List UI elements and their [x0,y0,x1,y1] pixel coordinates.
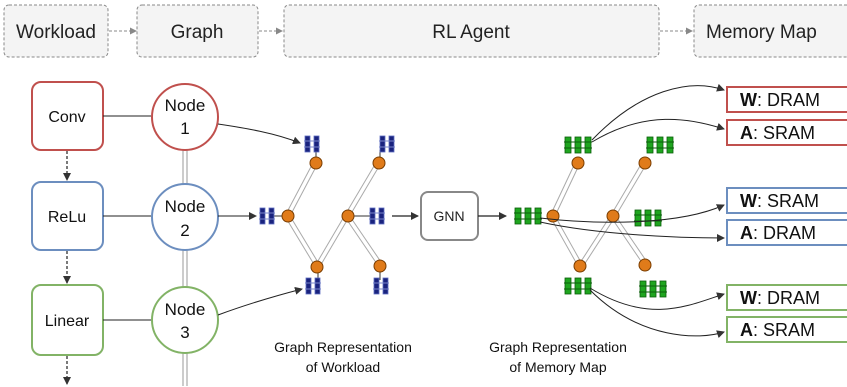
stage-workload-label: Workload [16,22,96,43]
memory-target: DRAM [767,288,820,308]
node-number: 3 [180,323,189,342]
workload-op-node [309,156,323,170]
stage-workload: Workload [3,4,109,58]
node-to-graph-arrow [217,286,303,316]
memory-tensor [513,207,543,225]
memory-graph-caption-line1: Graph Representation [489,339,627,355]
memory-graph-caption-line2: of Memory Map [509,359,606,375]
memory-assignment-text: W: DRAM [740,90,820,110]
memory-kind: A [740,123,753,143]
memory-separator: : [757,90,767,110]
memory-assignment-text: W: SRAM [740,191,819,211]
stage-graph-label: Graph [171,22,224,43]
memory-tensor [563,277,593,295]
gnn-label: GNN [433,208,464,224]
memory-kind: A [740,223,753,243]
graph-node-1: Node 1 [151,83,219,151]
memory-assignment-box: W: DRAM [726,86,847,113]
node-number: 1 [180,119,189,138]
memory-map-graph [513,136,675,298]
memory-separator: : [757,288,767,308]
memory-op-node [571,156,585,170]
workload-graph-caption-line1: Graph Representation [274,339,412,355]
workload-tensor [304,277,322,295]
memory-tensor [563,136,593,154]
memory-target: SRAM [763,320,815,340]
workload-op-node [373,259,387,273]
stage-graph: Graph [136,4,259,58]
node-to-graph-arrow [217,123,301,145]
memory-op-node [638,258,652,272]
workload-op-node [281,209,295,223]
workload-tensor [372,277,390,295]
layer-conv-label: Conv [48,109,85,126]
node-title: Node [165,96,206,115]
workload-op-node [341,209,355,223]
memory-assignment-box: A: SRAM [726,316,847,343]
workload-tensor [368,207,386,225]
memory-target: SRAM [767,191,819,211]
memory-tensor [638,280,668,298]
memory-assignment-box: W: SRAM [726,187,847,214]
memory-target: DRAM [763,223,816,243]
memory-op-node [638,156,652,170]
workload-graph-caption-line2: of Workload [306,359,380,375]
memory-separator: : [753,123,763,143]
workload-tensor [258,207,276,225]
memory-op-node [573,259,587,273]
stage-rl-agent-label: RL Agent [432,22,510,43]
stage-rl-agent: RL Agent [283,4,660,58]
memory-kind: W [740,191,757,211]
layer-linear: Linear [31,284,104,356]
memory-assignment-box: W: DRAM [726,284,847,311]
layer-conv: Conv [31,81,104,151]
memory-kind: W [740,90,757,110]
memory-separator: : [753,223,763,243]
node-number: 2 [180,221,189,240]
node-title: Node [165,300,206,319]
layer-relu-label: ReLu [48,209,86,226]
memory-assignment-text: A: SRAM [740,320,815,340]
memory-assignment-text: A: SRAM [740,123,815,143]
assignment-arrows [539,83,725,339]
graph-node-3: Node 3 [151,286,219,354]
memory-assignment-box: A: DRAM [726,219,847,246]
workload-tensor [303,135,321,153]
memory-op-node [606,209,620,223]
graph-node-2: Node 2 [151,183,219,251]
gnn-box: GNN [420,191,479,241]
memory-target: DRAM [767,90,820,110]
memory-separator: : [757,191,767,211]
layer-linear-label: Linear [45,313,90,330]
memory-target: SRAM [763,123,815,143]
memory-assignment-text: A: DRAM [740,223,816,243]
stage-memory-map-label: Memory Map [706,22,817,43]
memory-assignment-text: W: DRAM [740,288,820,308]
workload-op-node [372,156,386,170]
memory-separator: : [753,320,763,340]
memory-assignment-box: A: SRAM [726,119,847,146]
workload-op-node [310,260,324,274]
workload-tensor [378,135,396,153]
memory-tensor [645,136,675,154]
node-title: Node [165,197,206,216]
memory-kind: A [740,320,753,340]
layer-relu: ReLu [31,181,104,251]
memory-kind: W [740,288,757,308]
memory-tensor [633,209,663,227]
stage-memory-map: Memory Map [693,4,847,58]
workload-graph [258,135,396,295]
